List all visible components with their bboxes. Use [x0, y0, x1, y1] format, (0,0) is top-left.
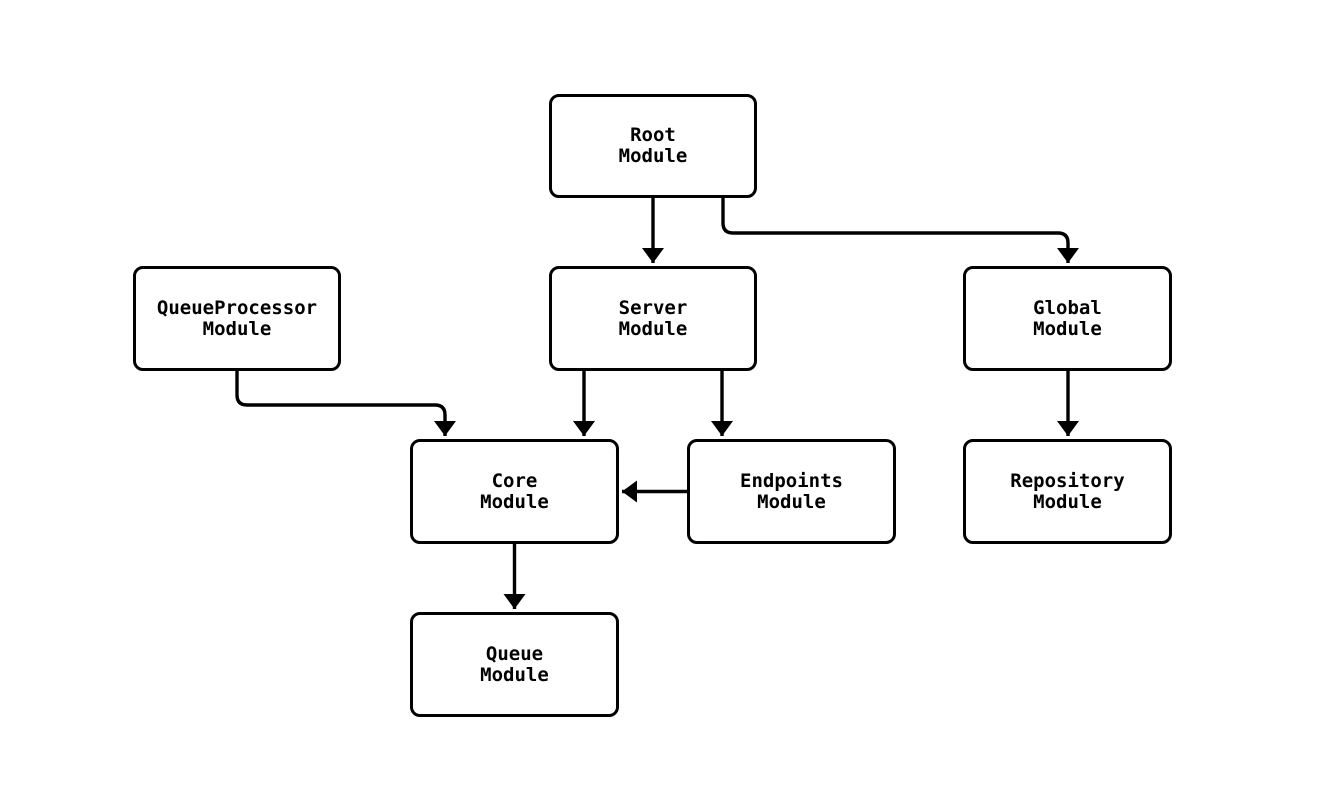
node-core-module: Core Module — [410, 439, 619, 544]
edge-queueprocessor-to-core — [235, 371, 456, 436]
node-endpoints-module: Endpoints Module — [687, 439, 896, 544]
node-root-module-label: Root Module — [618, 124, 688, 167]
node-server-module: Server Module — [549, 266, 757, 371]
node-server-module-label: Server Module — [618, 296, 688, 340]
edge-root-to-global — [721, 198, 1079, 263]
node-core-module-label: Core Module — [480, 469, 549, 513]
node-queueprocessor-module: QueueProcessor Module — [133, 266, 341, 371]
node-global-module-label: Global Module — [1033, 296, 1102, 340]
node-queue-module: Queue Module — [410, 612, 619, 717]
node-repository-module: Repository Module — [963, 439, 1172, 544]
node-root-module: Root Module — [549, 94, 757, 198]
node-repository-module-label: Repository Module — [1010, 469, 1125, 513]
node-queue-module-label: Queue Module — [480, 642, 549, 686]
node-global-module: Global Module — [963, 266, 1172, 371]
node-endpoints-module-label: Endpoints Module — [740, 469, 843, 513]
node-queueprocessor-module-label: QueueProcessor Module — [156, 296, 318, 340]
